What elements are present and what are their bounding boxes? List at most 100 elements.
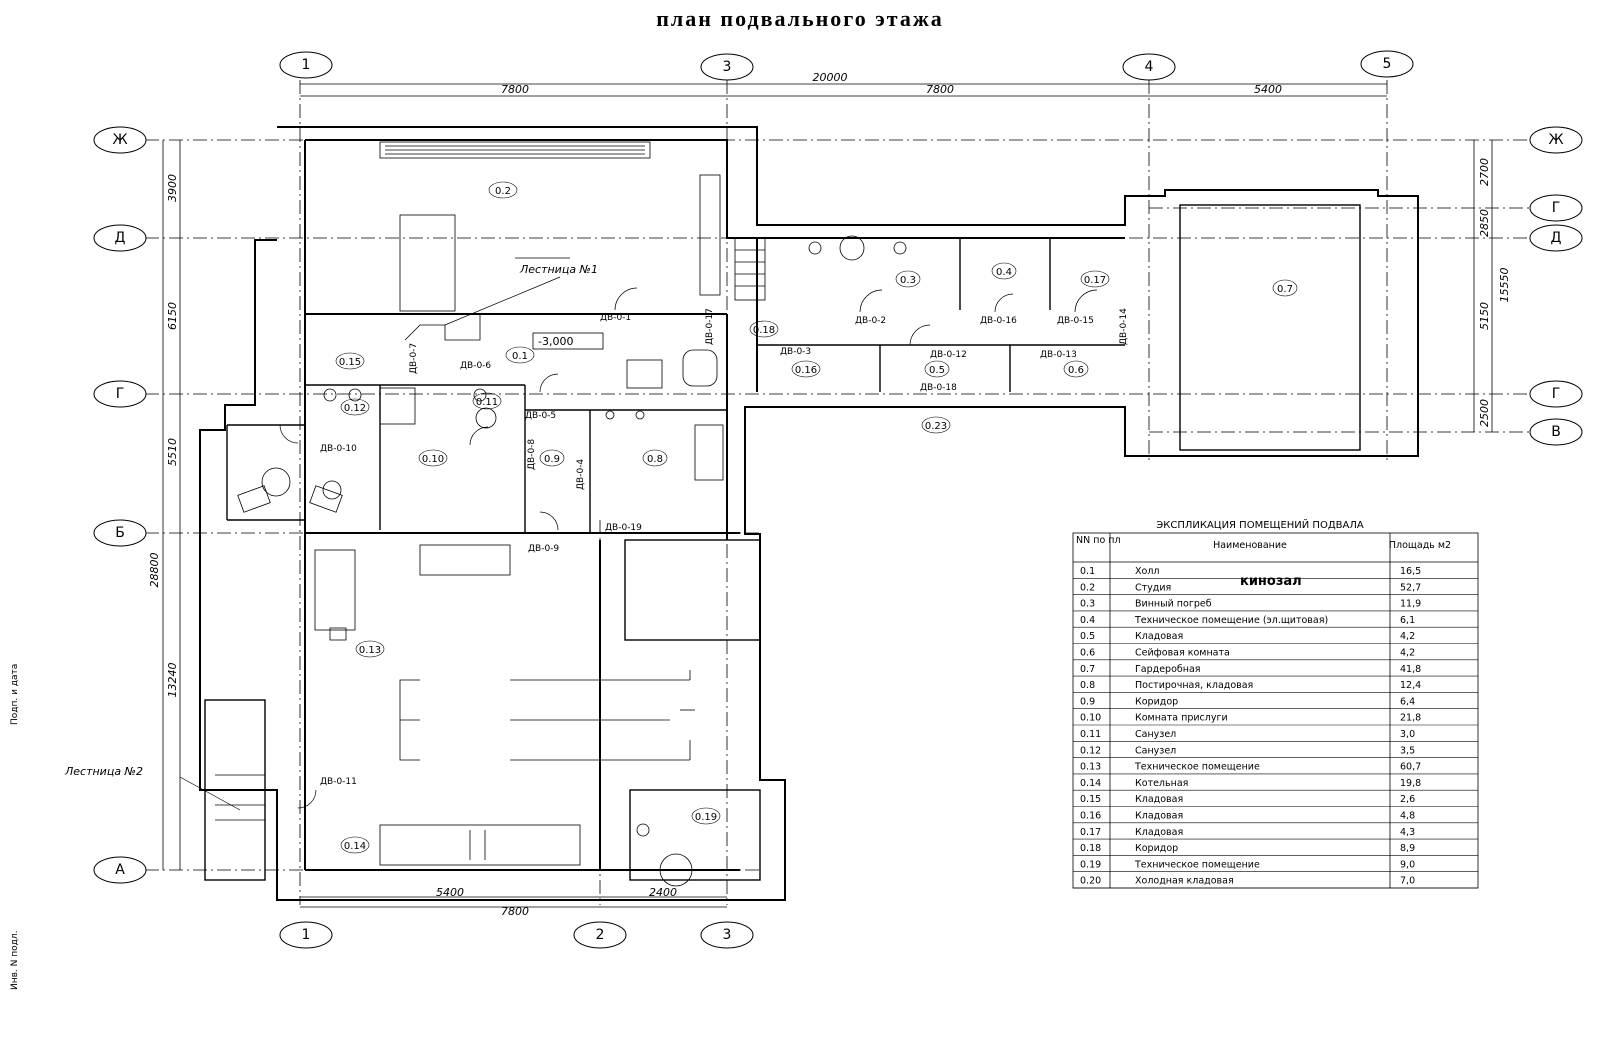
level-mark-frame: [532, 332, 604, 350]
dim-left-3: 5510: [166, 438, 179, 466]
dim-bottom-1: 5400: [436, 886, 464, 899]
svg-text:0.6: 0.6: [1068, 365, 1084, 376]
axis-right-g2: Г: [1552, 386, 1561, 402]
svg-text:0.5: 0.5: [929, 365, 945, 376]
door-dv-0-19: ДВ-0-19: [605, 523, 642, 533]
axis-right-zh: Ж: [1548, 132, 1563, 148]
stair-labels: Лестница №1 Лестница №2: [64, 263, 598, 811]
table-cell-name: Гардеробная: [1135, 664, 1201, 675]
axis-right-g1: Г: [1552, 200, 1561, 216]
axis-left-b: Б: [115, 525, 125, 541]
dimension-texts: 20000 7800 7800 5400 5400 2400 7800 3900…: [148, 71, 1511, 918]
door-dv-0-3: ДВ-0-3: [780, 347, 811, 357]
room-tag-0.18: 0.18: [749, 320, 779, 338]
table-cell-name: Студия: [1135, 582, 1171, 593]
dim-left-total: 28800: [148, 553, 161, 588]
table-row: 0.18 Коридор 8,9: [1073, 843, 1478, 856]
door-dv-0-13: ДВ-0-13: [1040, 350, 1077, 360]
table-cell-area: 9,0: [1400, 859, 1415, 870]
dim-right-2: 2850: [1478, 209, 1491, 237]
room-tag-0.5: 0.5: [924, 360, 950, 378]
table-cell-num: 0.8: [1080, 680, 1095, 691]
room-tag-0.19: 0.19: [691, 807, 721, 825]
table-cell-name: Техническое помещение (эл.щитовая): [1134, 615, 1328, 626]
table-cell-num: 0.5: [1080, 631, 1095, 642]
outer-walls: [199, 126, 1419, 901]
dim-right-4: 2500: [1478, 399, 1491, 427]
room-tag-0.11: 0.11: [472, 392, 502, 410]
axis-left-a: А: [115, 862, 125, 878]
dim-right-1: 2700: [1478, 158, 1491, 186]
fixtures: [237, 141, 907, 887]
axis-right-v: В: [1551, 424, 1561, 440]
table-cell-area: 21,8: [1400, 713, 1421, 724]
door-dv-0-14: ДВ-0-14: [1119, 308, 1129, 345]
axis-bottom-3: 3: [723, 927, 732, 943]
table-cell-name: Кладовая: [1135, 811, 1183, 822]
door-dv-0-1: ДВ-0-1: [600, 313, 631, 323]
table-cell-num: 0.9: [1080, 696, 1095, 707]
table-cell-name: Санузел: [1135, 745, 1176, 756]
table-header-num: NN по пл: [1076, 535, 1121, 546]
svg-text:0.23: 0.23: [925, 421, 947, 432]
room-tag-0.15: 0.15: [335, 352, 365, 370]
axis-right-d: Д: [1551, 230, 1562, 246]
door-dv-0-5: ДВ-0-5: [525, 411, 556, 421]
axis-bottom-1: 1: [302, 927, 311, 943]
room-tag-0.13: 0.13: [355, 640, 385, 658]
axis-top-5: 5: [1383, 56, 1392, 72]
level-mark: -3,000: [538, 335, 573, 348]
table-title: ЭКСПЛИКАЦИЯ ПОМЕЩЕНИЙ ПОДВАЛА: [1156, 518, 1364, 531]
table-cell-area: 8,9: [1400, 843, 1415, 854]
door-dv-0-11: ДВ-0-11: [320, 777, 357, 787]
svg-text:0.8: 0.8: [647, 454, 663, 465]
axis-top-3: 3: [723, 59, 732, 75]
table-cell-area: 4,3: [1400, 827, 1415, 838]
svg-text:0.7: 0.7: [1277, 284, 1293, 295]
table-cell-num: 0.7: [1080, 664, 1095, 675]
table-cell-num: 0.12: [1080, 745, 1101, 756]
table-cell-num: 0.18: [1080, 843, 1101, 854]
table-cell-area: 3,0: [1400, 729, 1415, 740]
table-cell-name: Котельная: [1135, 778, 1188, 789]
axis-bottom-2: 2: [596, 927, 605, 943]
table-cell-area: 41,8: [1400, 664, 1421, 675]
table-cell-area: 11,9: [1400, 599, 1421, 610]
table-header-name: Наименование: [1213, 540, 1287, 551]
table-cell-num: 0.17: [1080, 827, 1101, 838]
svg-text:0.1: 0.1: [512, 351, 528, 362]
table-cell-num: 0.19: [1080, 859, 1101, 870]
table-cell-name: Винный погреб: [1135, 599, 1212, 610]
dim-top-total: 20000: [813, 71, 848, 84]
table-cell-name: Кладовая: [1135, 794, 1183, 805]
table-cell-name: Техническое помещение: [1134, 859, 1260, 870]
room-tag-0.3: 0.3: [895, 270, 921, 288]
table-cell-name: Коридор: [1135, 843, 1178, 854]
table-cell-area: 4,8: [1400, 811, 1415, 822]
axis-left-d: Д: [115, 230, 126, 246]
svg-text:0.19: 0.19: [695, 812, 717, 823]
table-cell-name: Сейфовая комната: [1135, 648, 1230, 659]
table-cell-num: 0.10: [1080, 713, 1101, 724]
room-tag-0.9: 0.9: [539, 449, 565, 467]
dimension-lines: [162, 83, 1493, 908]
stairs: [215, 237, 766, 821]
table-cell-name: Техническое помещение: [1134, 762, 1260, 773]
table-cell-area: 6,4: [1400, 696, 1415, 707]
table-cell-name: Кладовая: [1135, 827, 1183, 838]
table-cell-area: 19,8: [1400, 778, 1421, 789]
stair-label-2: Лестница №2: [64, 765, 143, 778]
svg-text:0.11: 0.11: [476, 397, 498, 408]
dim-right-3: 5150: [1478, 302, 1491, 330]
dim-top-1: 7800: [501, 83, 529, 96]
